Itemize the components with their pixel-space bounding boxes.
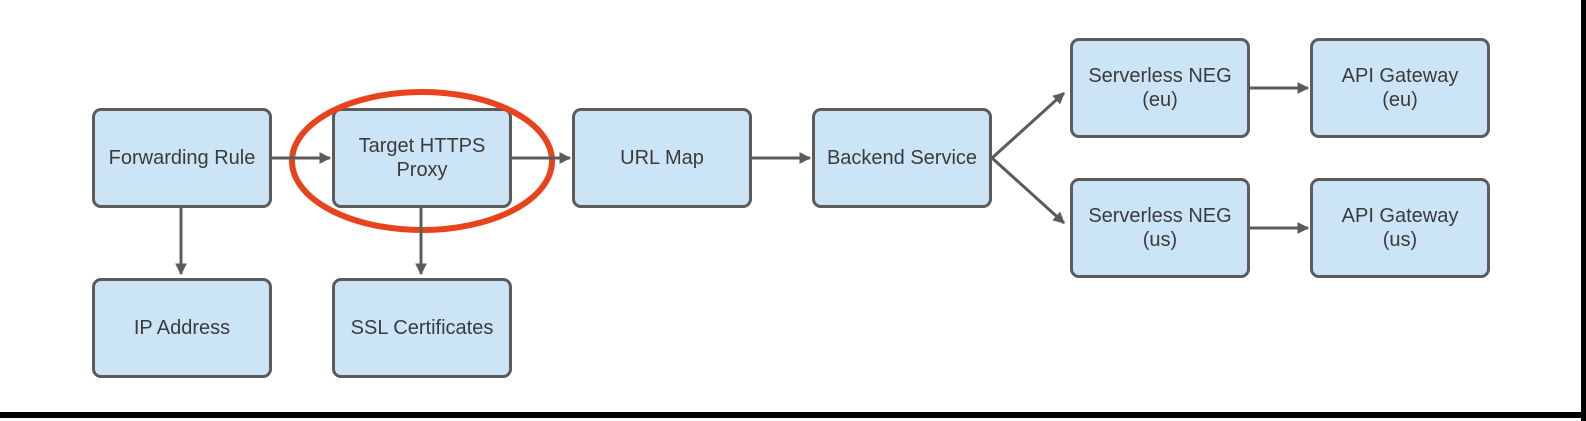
node-label-line: (us) (1382, 229, 1418, 251)
node-label-line: IP Address (133, 317, 231, 339)
node-serverless-neg-eu: Serverless NEG (eu) (1070, 38, 1250, 138)
node-label-line: (us) (1142, 229, 1178, 251)
node-label-line: Serverless NEG (1088, 65, 1232, 87)
node-label-line: (eu) (1382, 89, 1418, 111)
node-url-map: URL Map (572, 108, 752, 208)
node-label-line: (eu) (1142, 89, 1178, 111)
node-label-line: Proxy (396, 159, 448, 181)
node-api-gateway-eu: API Gateway (eu) (1310, 38, 1490, 138)
frame-bottom-line (0, 412, 1586, 418)
node-ip-address: IP Address (92, 278, 272, 378)
node-label-line: URL Map (620, 147, 704, 169)
edge-backend-service-to-serverless-neg-us (990, 156, 1066, 225)
node-api-gateway-us: API Gateway (us) (1310, 178, 1490, 278)
edge-backend-service-to-serverless-neg-eu (990, 91, 1066, 160)
node-serverless-neg-us: Serverless NEG (us) (1070, 178, 1250, 278)
node-label-line: API Gateway (1341, 65, 1459, 87)
node-label-line: Forwarding Rule (108, 147, 256, 169)
node-forwarding-rule: Forwarding Rule (92, 108, 272, 208)
node-target-https-proxy: Target HTTPS Proxy (332, 108, 512, 208)
node-label-line: Target HTTPS (358, 135, 486, 157)
node-backend-service: Backend Service (812, 108, 992, 208)
node-ssl-certificates: SSL Certificates (332, 278, 512, 378)
node-label-line: API Gateway (1341, 205, 1459, 227)
node-label-line: SSL Certificates (350, 317, 494, 339)
node-label-line: Backend Service (826, 147, 978, 169)
node-label-line: Serverless NEG (1088, 205, 1232, 227)
frame-right-line (1581, 0, 1586, 421)
